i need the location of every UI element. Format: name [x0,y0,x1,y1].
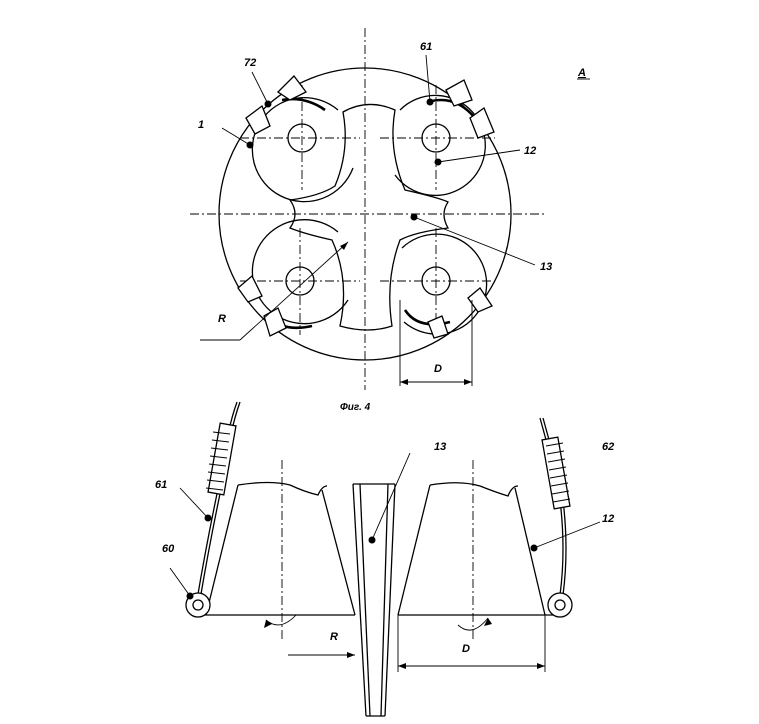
label-diameter-top: D [434,363,442,375]
label-brush: 72 [244,57,256,69]
label-radius-top: R [218,313,226,325]
cone-top-right [380,79,495,197]
view-label: A [577,67,586,79]
label-center-side: 13 [434,441,446,453]
figure-caption: Фиг. 4 [340,402,371,413]
top-view: 1 72 61 12 13 R D A Фиг. 4 [190,28,590,413]
cone-bottom-left [237,219,360,337]
cone-top-left [240,75,360,203]
label-roller: 60 [162,543,175,555]
spring-left [185,401,241,618]
cone-left-side [205,460,356,640]
label-spring-top: 61 [420,41,432,53]
side-view: 61 60 13 62 12 R D [155,401,614,717]
label-center-top: 13 [540,261,552,273]
spring-right [539,417,573,618]
label-cone-side: 12 [602,513,614,525]
radius-leader [239,241,349,341]
label-spring-right: 62 [602,441,614,453]
cone-right-side [397,460,546,640]
label-diameter-side: D [462,643,470,655]
label-spring-left: 61 [155,479,167,491]
label-cone-top: 12 [524,145,536,157]
label-disc: 1 [198,119,204,131]
cone-bottom-right [380,228,495,339]
label-radius-side: R [330,631,338,643]
central-column [352,483,396,717]
